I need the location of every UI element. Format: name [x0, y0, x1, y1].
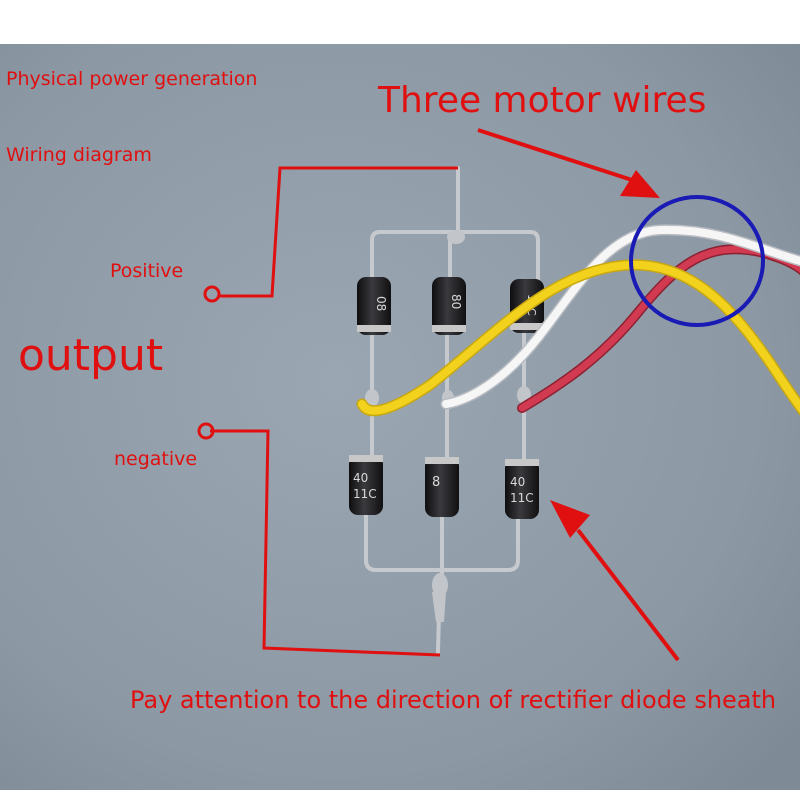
positive-terminal-marker — [203, 285, 221, 303]
diode-bottom-right: 40 11C — [505, 459, 539, 519]
diode-top-middle: 80 — [432, 277, 466, 335]
negative-terminal-marker — [197, 422, 215, 440]
diode-direction-note: Pay attention to the direction of rectif… — [130, 686, 777, 714]
svg-text:40: 40 — [353, 471, 368, 485]
svg-text:40: 40 — [510, 475, 525, 489]
output-label: output — [18, 330, 164, 381]
positive-label: Positive — [110, 260, 184, 282]
arrow-motor-wires — [477, 128, 660, 198]
diode-bottom-middle: 8 — [425, 457, 459, 517]
svg-text:11C: 11C — [353, 487, 377, 501]
motor-wires — [356, 224, 800, 417]
solder-joints — [365, 230, 531, 622]
diode-top-left: 08 — [357, 277, 391, 335]
three-motor-wires-label: Three motor wires — [378, 80, 707, 121]
svg-text:8: 8 — [432, 475, 440, 490]
negative-label: negative — [114, 448, 198, 470]
wiring-diagram-label: Wiring diagram — [6, 144, 152, 166]
motor-wires-circle — [629, 195, 765, 327]
annotation-lines — [210, 166, 458, 657]
diode-bottom-left: 40 11C — [349, 455, 383, 515]
arrow-diode-sheath — [550, 500, 680, 662]
svg-text:08: 08 — [374, 296, 388, 311]
physical-power-generation-label: Physical power generation — [6, 68, 258, 90]
svg-text:11C: 11C — [510, 491, 534, 505]
svg-text:80: 80 — [449, 294, 463, 309]
